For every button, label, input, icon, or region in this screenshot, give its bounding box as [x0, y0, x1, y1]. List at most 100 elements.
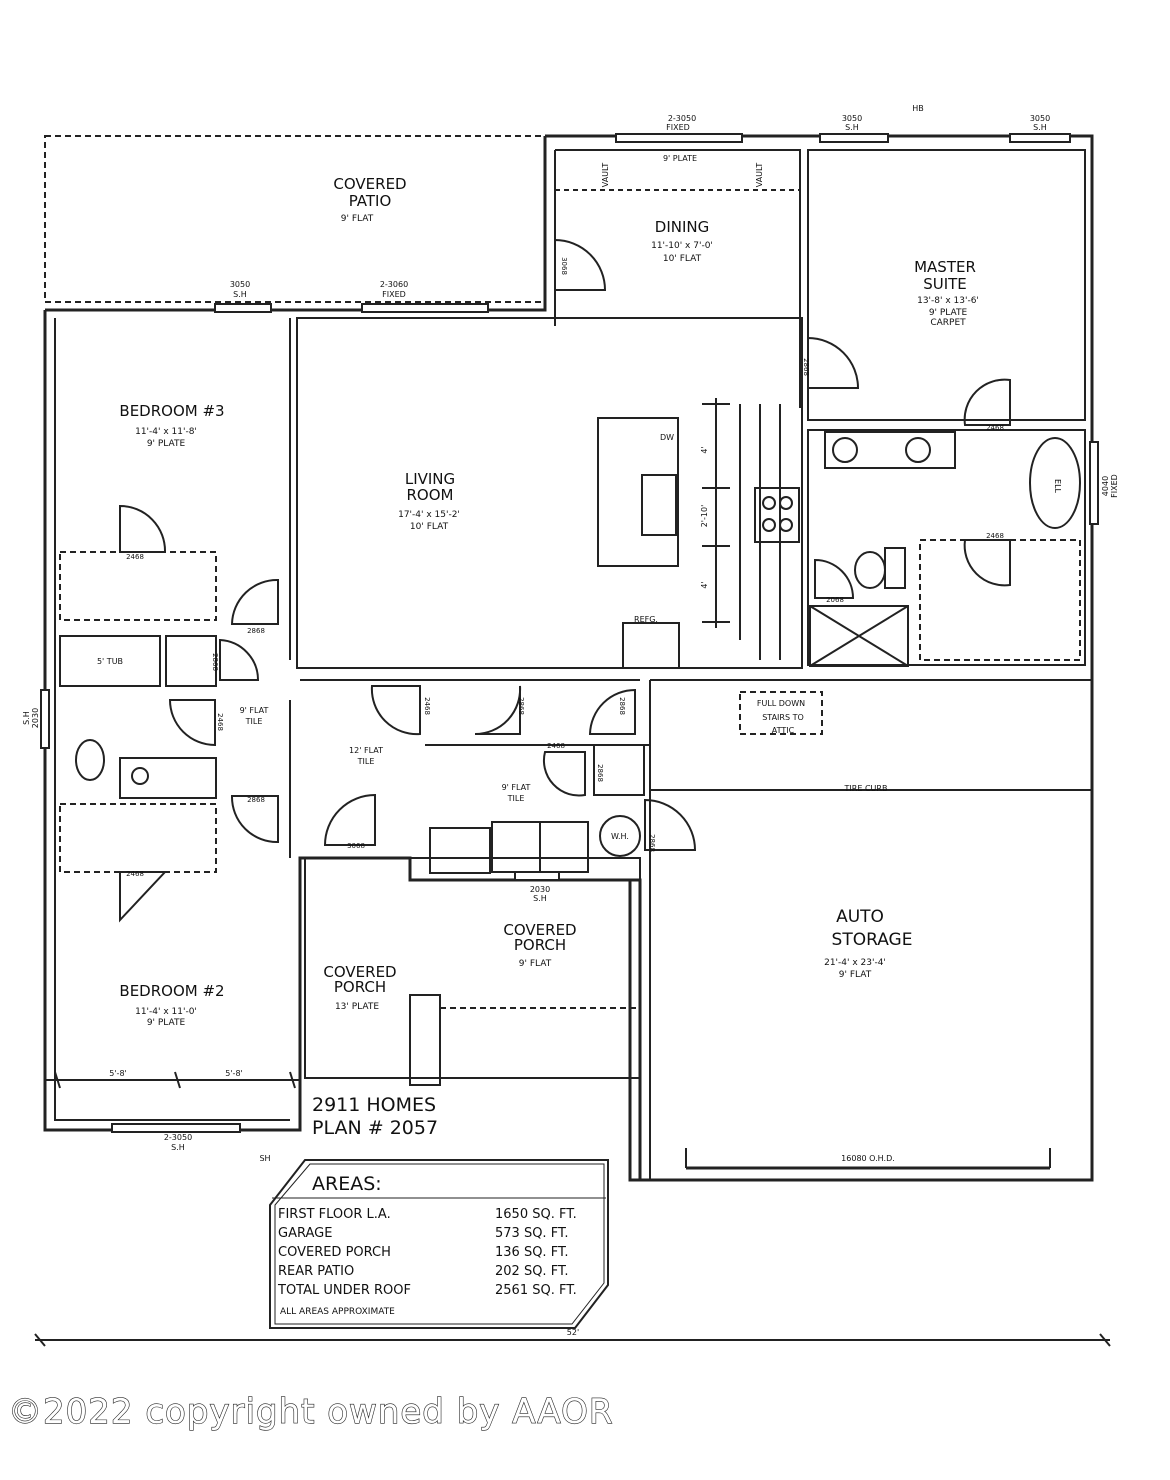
window-patio2-type: FIXED [382, 290, 406, 299]
hose-bib-label: HB [912, 104, 924, 113]
area-row-value: 136 SQ. FT. [495, 1245, 568, 1260]
bedroom3-sub-2: 9' PLATE [147, 439, 186, 449]
dining-label: DINING [655, 218, 709, 236]
tire-curb-label: TIRE CURB [844, 784, 888, 793]
area-row-value: 202 SQ. FT. [495, 1264, 568, 1279]
window-master1-label: 3050 [842, 114, 862, 123]
door-tag: 3068 [347, 842, 365, 850]
window-patio2-label: 2-3060 [380, 280, 408, 289]
bedroom3-sub: 11'-4' x 11'-8' [135, 427, 197, 437]
area-row-label: TOTAL UNDER ROOF [277, 1283, 411, 1298]
door-tag: 2868 [247, 796, 265, 804]
door-tag: 2868 [648, 834, 656, 852]
sh-label: SH [259, 1154, 270, 1163]
window-patio1-type: S.H [233, 290, 247, 299]
window-master2-label: 3050 [1030, 114, 1050, 123]
tile-label: TILE [245, 717, 263, 726]
window-bath-type: S.H [22, 711, 31, 725]
living-room-walls [296, 317, 803, 669]
porch-front-label: COVERED [503, 921, 576, 939]
laundry-tile-label: TILE [507, 794, 525, 803]
laundry-flat-label: 9' FLAT [502, 783, 531, 792]
door-tag: 2868 [517, 697, 525, 715]
window-masterbath-type: FIXED [1110, 474, 1119, 498]
auto-sub: 21'-4' x 23'-4' [824, 958, 886, 968]
dining-sub: 11'-10' x 7'-0' [651, 241, 713, 251]
window-dining-type: FIXED [666, 123, 690, 132]
covered-patio-sub: 9' FLAT [341, 214, 374, 224]
attic-label-1: FULL DOWN [757, 699, 805, 708]
window-laundry-label: 2030 [530, 885, 550, 894]
porch-entry-sub: 13' PLATE [335, 1002, 379, 1012]
porch-front-label-2: PORCH [514, 936, 566, 954]
tile-flat-label: 9' FLAT [240, 706, 269, 715]
plan-number: PLAN # 2057 [312, 1117, 438, 1139]
dim-58b: 5'-8' [225, 1069, 242, 1078]
area-row-label: REAR PATIO [278, 1264, 354, 1279]
auto-label-2: STORAGE [832, 930, 913, 950]
door-tag: 2868 [211, 653, 219, 671]
area-row-label: GARAGE [278, 1226, 332, 1241]
copyright-watermark: ©2022 copyright owned by AAOR [7, 1391, 614, 1432]
auto-sub-2: 9' FLAT [839, 970, 872, 980]
living-label: LIVING [405, 470, 455, 488]
covered-patio-label-2: PATIO [349, 192, 392, 210]
window-dining-label: 2-3050 [668, 114, 696, 123]
window-bed2-label: 2-3050 [164, 1133, 192, 1142]
door-tag: 2468 [126, 870, 144, 878]
tub-label: 5' TUB [97, 657, 123, 666]
area-row-value: 573 SQ. FT. [495, 1226, 568, 1241]
door-tag: 2868 [247, 627, 265, 635]
living-sub-2: 10' FLAT [410, 522, 449, 532]
living-sub: 17'-4' x 15'-2' [398, 510, 460, 520]
bedroom3-label: BEDROOM #3 [119, 402, 224, 420]
master-sub-3: CARPET [930, 318, 966, 328]
door-tag: 3068 [560, 257, 568, 275]
dining-sub-2: 10' FLAT [663, 254, 702, 264]
vault-right: VAULT [755, 163, 764, 188]
window-patio1-label: 3050 [230, 280, 250, 289]
vault-left: VAULT [601, 163, 610, 188]
plate-note: 9' PLATE [663, 154, 697, 163]
areas-box [269, 1159, 609, 1329]
master-label-2: SUITE [923, 275, 967, 293]
area-row-value: 2561 SQ. FT. [495, 1283, 577, 1298]
door-tag: 2868 [596, 764, 604, 782]
area-row-value: 1650 SQ. FT. [495, 1207, 577, 1222]
builder-name: 2911 HOMES [312, 1094, 436, 1116]
porch-front-sub: 9' FLAT [519, 959, 552, 969]
refg-label: REFG. [634, 615, 658, 624]
patio-outline [44, 135, 546, 303]
door-tag: 2468 [547, 742, 565, 750]
attic-label-3: ATTIC [772, 726, 795, 735]
door-tag: 2468 [126, 553, 144, 561]
bedroom2-sub: 11'-4' x 11'-0' [135, 1007, 197, 1017]
ell-label: ELL [1053, 479, 1062, 494]
door-tag: 2068 [826, 596, 844, 604]
area-row-label: FIRST FLOOR L.A. [278, 1207, 391, 1222]
area-row-label: COVERED PORCH [278, 1245, 391, 1260]
door-tag: 2468 [986, 532, 1004, 540]
bedroom2-label: BEDROOM #2 [119, 982, 224, 1000]
water-heater-label: W.H. [611, 832, 629, 841]
door-tag: 2868 [802, 358, 810, 376]
window-master2-type: S.H [1033, 123, 1047, 132]
dim-210: 2'-10' [700, 505, 709, 528]
auto-label: AUTO [836, 907, 884, 927]
dim-4a: 4' [700, 446, 709, 453]
garage-door-label: 16080 O.H.D. [841, 1154, 895, 1163]
master-sub-2: 9' PLATE [929, 308, 968, 318]
door-tag: 2468 [986, 424, 1004, 432]
porch-entry-label: COVERED [323, 963, 396, 981]
covered-patio-label: COVERED [333, 175, 406, 193]
door-tag: 2868 [618, 697, 626, 715]
master-label: MASTER [914, 258, 976, 276]
living-label-2: ROOM [407, 486, 454, 504]
dim-4b: 4' [700, 581, 709, 588]
exterior-wall [45, 134, 1094, 1182]
window-bath-label: 2030 [31, 708, 40, 728]
areas-note: ALL AREAS APPROXIMATE [280, 1307, 395, 1317]
window-masterbath-label: 4040 [1101, 476, 1110, 496]
window-bed2-type: S.H [171, 1143, 185, 1152]
